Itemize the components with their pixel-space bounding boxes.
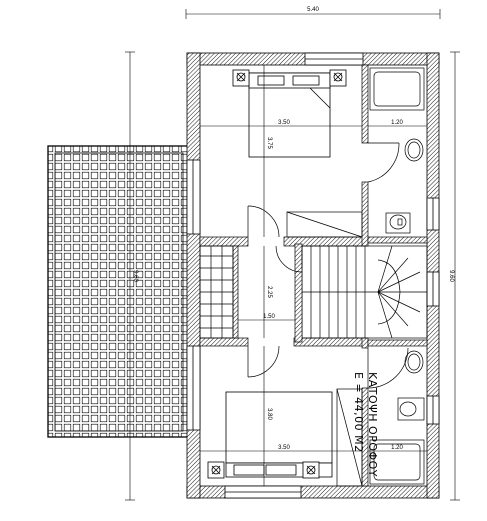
bathtub-2 xyxy=(369,439,425,485)
washbasin-2 xyxy=(404,350,424,374)
windows xyxy=(186,52,440,499)
dim-overall-depth-left: 9.60 xyxy=(132,270,138,282)
toilet-2 xyxy=(397,397,425,421)
dim-bath1-width: 1.20 xyxy=(391,120,403,126)
balcony-door-area xyxy=(199,245,234,339)
dim-bed2-depth: 3.80 xyxy=(266,408,272,420)
dim-overall-depth-right: 9.60 xyxy=(448,270,454,282)
plan-title-line1: ΚΑΤΟΨΗ ΟΡΟΦΟΥ xyxy=(366,372,379,478)
interior-walls xyxy=(199,64,428,487)
toilet-1 xyxy=(385,212,411,234)
dimension-lines xyxy=(125,9,460,501)
wardrobe-1 xyxy=(286,211,363,238)
balcony-terrace xyxy=(47,145,191,438)
staircase xyxy=(300,245,428,339)
nightstands-1 xyxy=(232,69,347,87)
dim-overall-width: 5.40 xyxy=(307,7,319,13)
washbasin-1 xyxy=(404,138,424,162)
dim-bath2-width: 1.20 xyxy=(391,445,403,451)
dim-bed1-depth: 3.75 xyxy=(266,137,272,149)
dim-bed2-width: 3.50 xyxy=(278,445,290,451)
dim-hall-width: 1.50 xyxy=(263,314,275,320)
hall-column xyxy=(294,243,303,343)
nightstands-2 xyxy=(207,461,320,479)
bed-1 xyxy=(248,72,331,158)
dim-hall-depth: 2.25 xyxy=(266,286,272,298)
doors xyxy=(247,142,409,389)
bathtub-1 xyxy=(369,67,425,111)
plan-title: ΚΑΤΟΨΗ ΟΡΟΦΟΥ Ε = 44,00 Μ2 xyxy=(351,372,379,512)
plan-title-area: Ε = 44,00 Μ2 xyxy=(352,372,365,453)
dim-bed1-width: 3.50 xyxy=(278,120,290,126)
wardrobe-2 xyxy=(336,388,363,487)
